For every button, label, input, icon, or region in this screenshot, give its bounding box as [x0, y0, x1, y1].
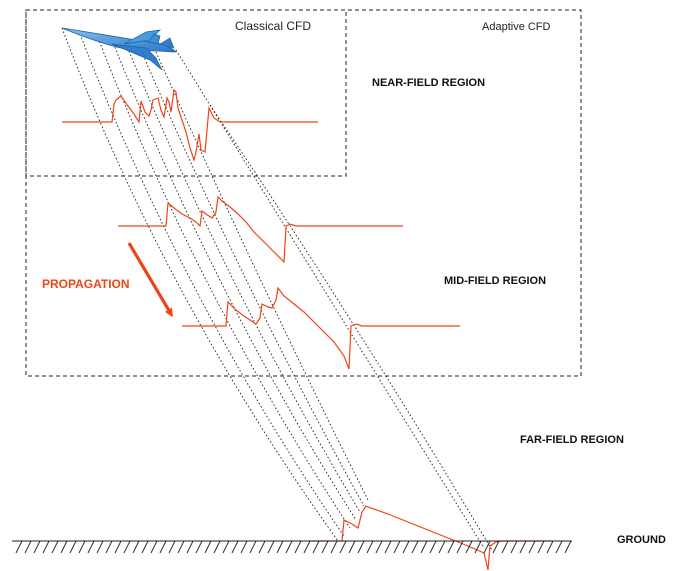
- near-field-signature: [62, 88, 318, 163]
- ground-hatch-mark: [294, 540, 302, 554]
- ground-hatch-mark: [447, 540, 455, 554]
- ground-hatch-mark: [510, 540, 518, 554]
- adaptive-cfd-label: Adaptive CFD: [482, 21, 551, 33]
- ray-paths: [61, 27, 493, 551]
- ground-hatch-mark: [537, 540, 545, 554]
- ray-path: [155, 51, 369, 501]
- ground-hatch-mark: [222, 540, 230, 554]
- ground-hatch-mark: [33, 540, 41, 554]
- ground-hatch-mark: [60, 540, 68, 554]
- ground-hatch-mark: [231, 540, 239, 554]
- ground-hatch-mark: [105, 540, 113, 554]
- ground-hatch-mark: [429, 540, 437, 554]
- ground-hatch-mark: [78, 540, 86, 554]
- ground-hatch-mark: [465, 540, 473, 554]
- ground-hatch-mark: [240, 540, 248, 554]
- ground-hatch-mark: [177, 540, 185, 554]
- ray-path: [175, 49, 485, 549]
- supersonic-jet-icon: [61, 27, 177, 71]
- ground-hatch-mark: [24, 540, 32, 554]
- ground-hatch-mark: [15, 540, 23, 554]
- ground-hatch-mark: [546, 540, 554, 554]
- adaptive-cfd-box: [25, 9, 582, 377]
- ground-hatch-mark: [483, 540, 491, 554]
- classical-cfd-label: Classical CFD: [235, 19, 312, 33]
- ground-hatch-mark: [132, 540, 140, 554]
- ray-path: [139, 47, 365, 507]
- ground-hatch-mark: [258, 540, 266, 554]
- ground-hatch-mark: [213, 540, 221, 554]
- ray-path: [61, 27, 339, 542]
- ground-hatch-mark: [528, 540, 536, 554]
- ground-hatch-mark: [501, 540, 509, 554]
- ray-path: [111, 39, 357, 521]
- ray-path: [209, 104, 493, 551]
- ground-hatch-mark: [168, 540, 176, 554]
- ground-hatch-mark: [339, 540, 347, 554]
- ground-hatch-mark: [366, 540, 374, 554]
- far-field-region-label: FAR-FIELD REGION: [520, 434, 624, 446]
- ground-hatch-mark: [204, 540, 212, 554]
- ground-hatch-mark: [249, 540, 257, 554]
- ground-hatch-mark: [474, 540, 482, 554]
- ground-hatch-mark: [411, 540, 419, 554]
- ground-hatch-mark: [276, 540, 284, 554]
- ground-hatch-mark: [87, 540, 95, 554]
- ground-hatch-mark: [285, 540, 293, 554]
- ground-hatch-mark: [519, 540, 527, 554]
- ground-hatch-mark: [186, 540, 194, 554]
- ground-hatch-mark: [564, 540, 572, 554]
- ground-hatch-mark: [312, 540, 320, 554]
- ground-hatch-mark: [96, 540, 104, 554]
- ground-hatch-mark: [141, 540, 149, 554]
- ground-hatch-mark: [303, 540, 311, 554]
- mid-field-region-label: MID-FIELD REGION: [444, 275, 547, 287]
- ground-hatch-mark: [348, 540, 356, 554]
- ground-hatch-mark: [438, 540, 446, 554]
- ray-path: [79, 33, 345, 537]
- ground-hatch-mark: [267, 540, 275, 554]
- ground-hatching: [15, 540, 572, 554]
- ground-hatch-mark: [492, 540, 500, 554]
- propagation-arrow: [127, 242, 171, 314]
- ray-path: [125, 43, 361, 513]
- ground-hatch-mark: [357, 540, 365, 554]
- classical-cfd-box: [25, 9, 347, 177]
- ground-hatch-mark: [420, 540, 428, 554]
- ground-label: GROUND: [617, 534, 666, 546]
- ground-hatch-mark: [393, 540, 401, 554]
- propagation-label: PROPAGATION: [42, 277, 130, 291]
- ground-hatch-mark: [402, 540, 410, 554]
- ground-hatch-mark: [375, 540, 383, 554]
- ground-hatch-mark: [42, 540, 50, 554]
- ground-hatch-mark: [123, 540, 131, 554]
- mid-field-signature-upper: [118, 195, 403, 264]
- ground-hatch-mark: [321, 540, 329, 554]
- ground-hatch-mark: [69, 540, 77, 554]
- ground-hatch-mark: [195, 540, 203, 554]
- ground-hatch-mark: [159, 540, 167, 554]
- ground-hatch-mark: [384, 540, 392, 554]
- ground-hatch-mark: [330, 540, 338, 554]
- ground-hatch-mark: [456, 540, 464, 554]
- ground-hatch-mark: [114, 540, 122, 554]
- ground-signature: [310, 505, 552, 571]
- ground-hatch-mark: [51, 540, 59, 554]
- ray-path: [97, 37, 351, 529]
- near-field-region-label: NEAR-FIELD REGION: [372, 77, 486, 89]
- ground-hatch-mark: [150, 540, 158, 554]
- ground-hatch-mark: [555, 540, 563, 554]
- mid-field-signature-lower: [182, 286, 460, 370]
